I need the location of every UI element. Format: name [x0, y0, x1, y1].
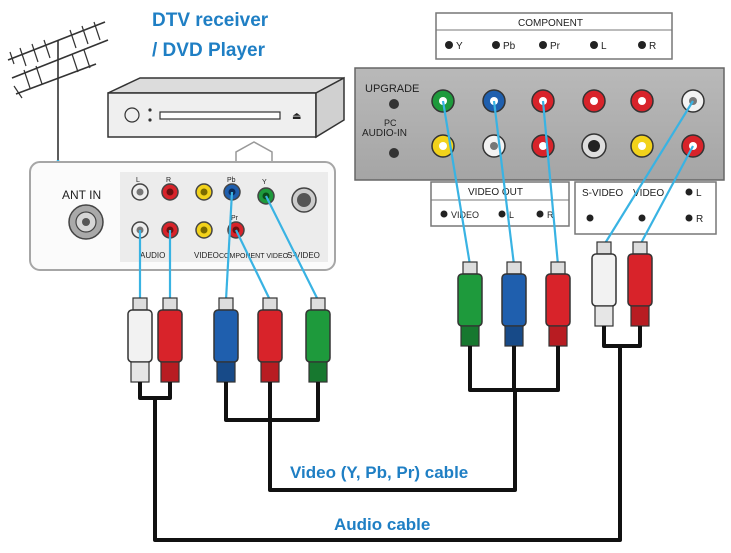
black-cables [138, 326, 642, 542]
plug-blue-tv[interactable] [501, 261, 527, 347]
plug-white-source[interactable] [127, 297, 153, 383]
jack-video-top[interactable] [195, 183, 213, 201]
group-label-video: VIDEO [194, 251, 219, 260]
jack-video-bottom[interactable] [195, 221, 213, 239]
group-label-component: COMPONENT VIDEO [219, 253, 289, 260]
component-items: Y Pb Pr L R [445, 41, 656, 52]
group-label-svideo: S-VIDEO [287, 251, 320, 260]
plug-red-source[interactable] [157, 297, 183, 383]
component-item-l: L [601, 41, 607, 52]
component-header: COMPONENT [518, 18, 583, 29]
component-header-box [435, 12, 673, 60]
tv-audio-plugs [591, 241, 653, 327]
tv-jack-out-r[interactable] [531, 134, 555, 158]
component-item-pb: Pb [503, 41, 516, 52]
panel-arrow [190, 141, 310, 163]
video-out-item-l: L [509, 210, 514, 220]
ant-in-connector[interactable] [68, 204, 104, 240]
svg-text:⏏: ⏏ [292, 111, 301, 122]
tv-jack-comp-r[interactable] [630, 89, 654, 113]
jack-letter-y: Y [262, 179, 267, 186]
cable-wires [138, 100, 694, 301]
source-audio-plugs [127, 297, 183, 383]
component-item-y: Y [456, 41, 463, 52]
plug-red-video-source[interactable] [257, 297, 283, 383]
component-item-pr: Pr [550, 41, 561, 52]
dvd-player-icon: ⏏ [107, 76, 345, 139]
jack-letter-l: L [136, 177, 140, 184]
plug-blue-source[interactable] [213, 297, 239, 383]
jack-letter-pb: Pb [227, 177, 236, 184]
audio-in-label: AUDIO-IN [362, 128, 407, 139]
tv-video-plugs [457, 261, 571, 347]
audio-cable-label: Audio cable [334, 515, 430, 534]
plug-red-tv[interactable] [545, 261, 571, 347]
svideo-video-box [574, 181, 717, 235]
video-out-item-r: R [547, 210, 554, 220]
component-item-r: R [649, 41, 656, 52]
pc-label: PC [384, 118, 397, 128]
title-line1: DTV receiver [152, 10, 269, 31]
tv-back-panel [354, 67, 725, 181]
jack-svideo[interactable] [291, 187, 317, 213]
jack-r-top[interactable] [161, 183, 179, 201]
jack-l-top[interactable] [131, 183, 149, 201]
svideo-header: S-VIDEO [582, 188, 623, 199]
upgrade-label: UPGRADE [365, 83, 419, 95]
tv-jack-comp-l[interactable] [582, 89, 606, 113]
source-back-panel [29, 161, 336, 271]
ant-in-label: ANT IN [62, 188, 101, 202]
source-video-plugs [213, 297, 331, 383]
tv-jack-out-l[interactable] [482, 134, 506, 158]
video-cable-label: Video (Y, Pb, Pr) cable [290, 463, 468, 482]
tv-jack-video[interactable] [630, 134, 654, 158]
plug-red-audio-tv[interactable] [627, 241, 653, 327]
video-header: VIDEO [633, 188, 664, 199]
antenna-icon [7, 21, 109, 160]
jack-letter-pr: Pr [231, 215, 239, 222]
video-out-box [430, 181, 570, 227]
plug-green-tv[interactable] [457, 261, 483, 347]
video-out-item-video: VIDEO [451, 210, 479, 220]
tv-jacks [431, 89, 705, 159]
title-line2: / DVD Player [152, 40, 266, 61]
group-label-audio: AUDIO [140, 251, 165, 260]
plug-green-source[interactable] [305, 297, 331, 383]
side-l-label: L [696, 188, 702, 199]
tv-jack-svideo[interactable] [581, 133, 607, 159]
jack-letter-r: R [166, 177, 171, 184]
video-out-header: VIDEO OUT [468, 187, 523, 198]
plug-white-tv[interactable] [591, 241, 617, 327]
side-r-label: R [696, 214, 703, 225]
